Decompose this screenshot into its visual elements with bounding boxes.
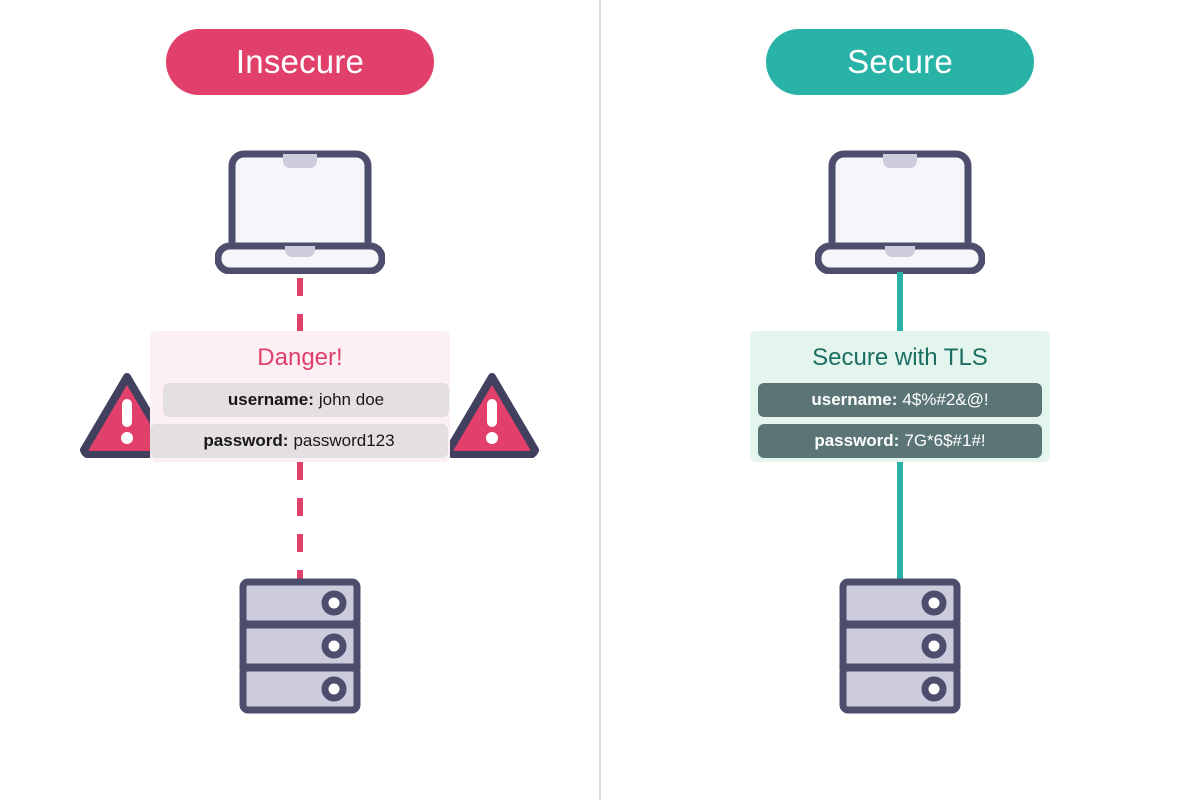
credential-row-password: password: password123 bbox=[150, 424, 448, 458]
secure-connection-upper bbox=[897, 272, 903, 336]
insecure-connection-upper bbox=[297, 278, 303, 336]
server-icon bbox=[239, 578, 361, 714]
danger-title: Danger! bbox=[257, 344, 343, 371]
warning-triangle-icon bbox=[443, 370, 541, 459]
credential-row-username: username: 4$%#2&@! bbox=[758, 383, 1042, 417]
credential-key: username: bbox=[227, 390, 314, 409]
secure-connection-lower bbox=[897, 462, 903, 584]
center-divider bbox=[599, 0, 601, 800]
credential-value: john doe bbox=[318, 390, 385, 409]
tls-title: Secure with TLS bbox=[812, 344, 988, 371]
laptop-icon bbox=[214, 150, 386, 275]
insecure-column: Insecure bbox=[80, 29, 541, 714]
laptop-icon bbox=[814, 150, 986, 275]
tls-credentials-panel: Secure with TLS username: 4$%#2&@! passw… bbox=[750, 331, 1050, 462]
credential-value: password123 bbox=[293, 431, 395, 450]
insecure-badge: Insecure bbox=[166, 29, 434, 95]
credential-key: username: bbox=[811, 390, 898, 409]
credential-key: password: bbox=[814, 431, 900, 450]
credential-row-username: username: john doe bbox=[163, 383, 449, 417]
credential-value: 7G*6$#1#! bbox=[904, 431, 986, 450]
insecure-connection-lower bbox=[297, 462, 303, 584]
credential-row-password: password: 7G*6$#1#! bbox=[758, 424, 1042, 458]
secure-badge: Secure bbox=[766, 29, 1034, 95]
danger-credentials-panel: Danger! username: john doe password: pas… bbox=[150, 331, 450, 462]
secure-column: Secure bbox=[600, 0, 1200, 800]
credential-key: password: bbox=[203, 431, 289, 450]
credential-value: 4$%#2&@! bbox=[902, 390, 989, 409]
server-icon bbox=[839, 578, 961, 714]
